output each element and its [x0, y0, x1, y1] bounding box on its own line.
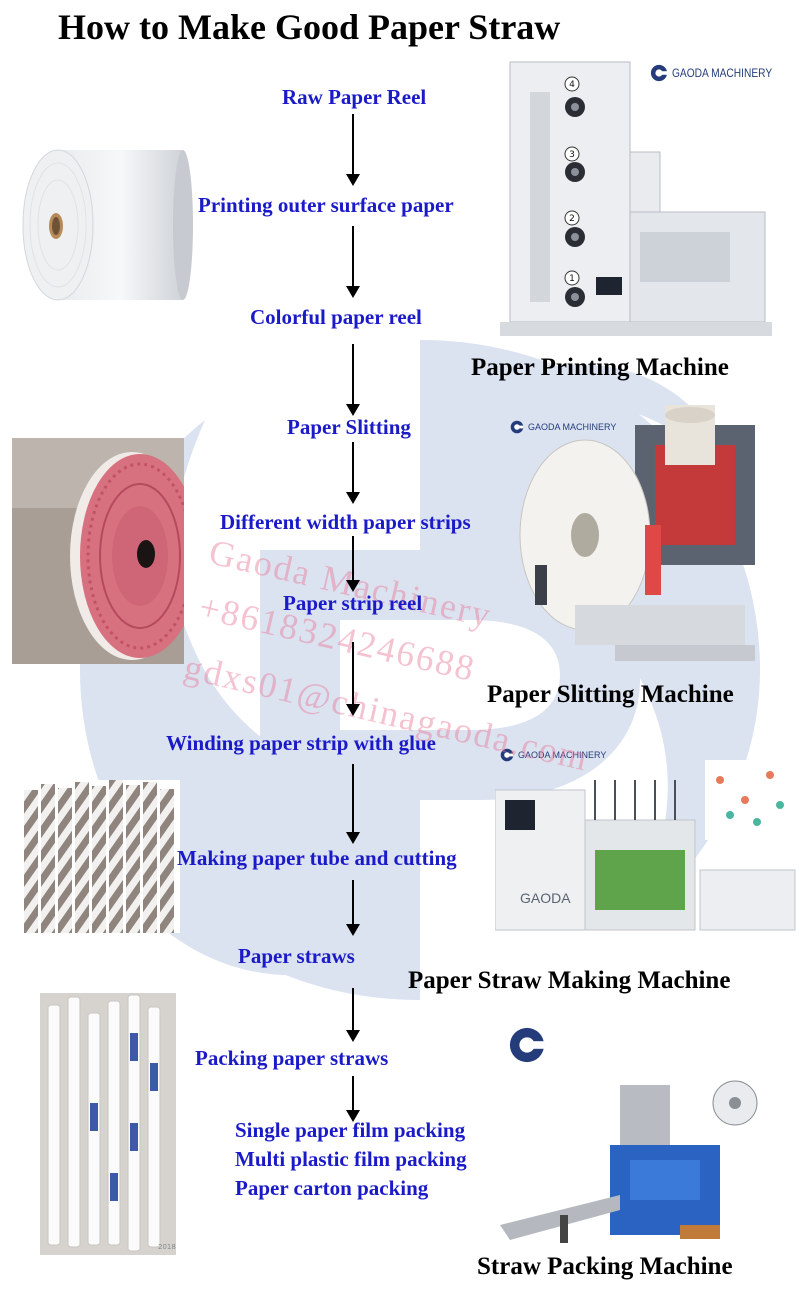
- step-making-paper-tube-and-cutting: Making paper tube and cutting: [177, 846, 457, 870]
- gaoda-logo-straw-making: GAODA MACHINERY: [500, 748, 606, 762]
- straw-packing-machine-photo: [500, 1075, 770, 1245]
- label-paper-straw-making-machine: Paper Straw Making Machine: [408, 967, 731, 994]
- svg-text:2018: 2018: [158, 1243, 176, 1251]
- gaoda-logo-icon: [509, 1027, 545, 1063]
- gaoda-logo-icon: [500, 748, 514, 762]
- paper-printing-machine-photo: 4 3 2 1: [500, 52, 772, 342]
- raw-paper-reel-photo: [18, 140, 194, 310]
- flow-arrow: [346, 344, 360, 416]
- gaoda-logo-text: GAODA MACHINERY: [528, 422, 617, 432]
- gaoda-logo-printing: GAODA MACHINERY: [650, 64, 790, 82]
- flow-arrow: [346, 226, 360, 298]
- gaoda-logo-small: [508, 1026, 546, 1069]
- step-winding-paper-strip-with-glue: Winding paper strip with glue: [166, 731, 436, 755]
- paper-slitting-machine-photo: [515, 405, 765, 667]
- printer-unit-3: 3: [569, 150, 575, 160]
- step-paper-straws: Paper straws: [238, 944, 355, 968]
- flow-arrow: [346, 988, 360, 1042]
- gaoda-logo-icon: [650, 64, 668, 82]
- step-different-width-paper-strips: Different width paper strips: [220, 510, 471, 534]
- flow-arrow: [346, 442, 360, 504]
- flow-arrow: [346, 1076, 360, 1122]
- label-straw-packing-machine: Straw Packing Machine: [477, 1253, 733, 1280]
- gaoda-machine-badge: GAODA: [520, 890, 571, 906]
- packing-option-multi-plastic-film: Multi plastic film packing: [235, 1147, 467, 1171]
- packing-option-single-paper-film: Single paper film packing: [235, 1118, 466, 1142]
- flow-arrow: [346, 114, 360, 186]
- page-title: How to Make Good Paper Straw: [58, 7, 561, 47]
- wrapped-straws-photo: 2018: [40, 993, 176, 1255]
- gaoda-logo-icon: [510, 420, 524, 434]
- printer-unit-4: 4: [569, 80, 575, 90]
- flow-arrow: [346, 642, 360, 716]
- step-paper-slitting: Paper Slitting: [287, 415, 411, 439]
- gaoda-logo-slitting: GAODA MACHINERY: [510, 420, 616, 434]
- printer-unit-2: 2: [569, 214, 575, 224]
- step-packing-paper-straws: Packing paper straws: [195, 1046, 389, 1070]
- step-paper-strip-reel: Paper strip reel: [283, 591, 423, 615]
- label-paper-slitting-machine: Paper Slitting Machine: [487, 681, 734, 708]
- paper-strip-reel-photo: [12, 438, 184, 664]
- label-paper-printing-machine: Paper Printing Machine: [471, 354, 729, 381]
- step-printing-outer-surface-paper: Printing outer surface paper: [198, 193, 454, 217]
- step-colorful-paper-reel: Colorful paper reel: [250, 305, 422, 329]
- paper-straw-making-machine-photo: [495, 760, 800, 940]
- packing-option-paper-carton: Paper carton packing: [235, 1176, 429, 1200]
- flow-arrow: [346, 764, 360, 844]
- flow-arrow: [346, 880, 360, 936]
- gaoda-logo-text: GAODA MACHINERY: [672, 66, 773, 80]
- gaoda-logo-text: GAODA MACHINERY: [518, 750, 607, 760]
- printer-unit-1: 1: [569, 274, 575, 284]
- striped-straws-photo: [22, 780, 180, 933]
- flow-arrow: [346, 536, 360, 592]
- step-raw-paper-reel: Raw Paper Reel: [282, 85, 427, 109]
